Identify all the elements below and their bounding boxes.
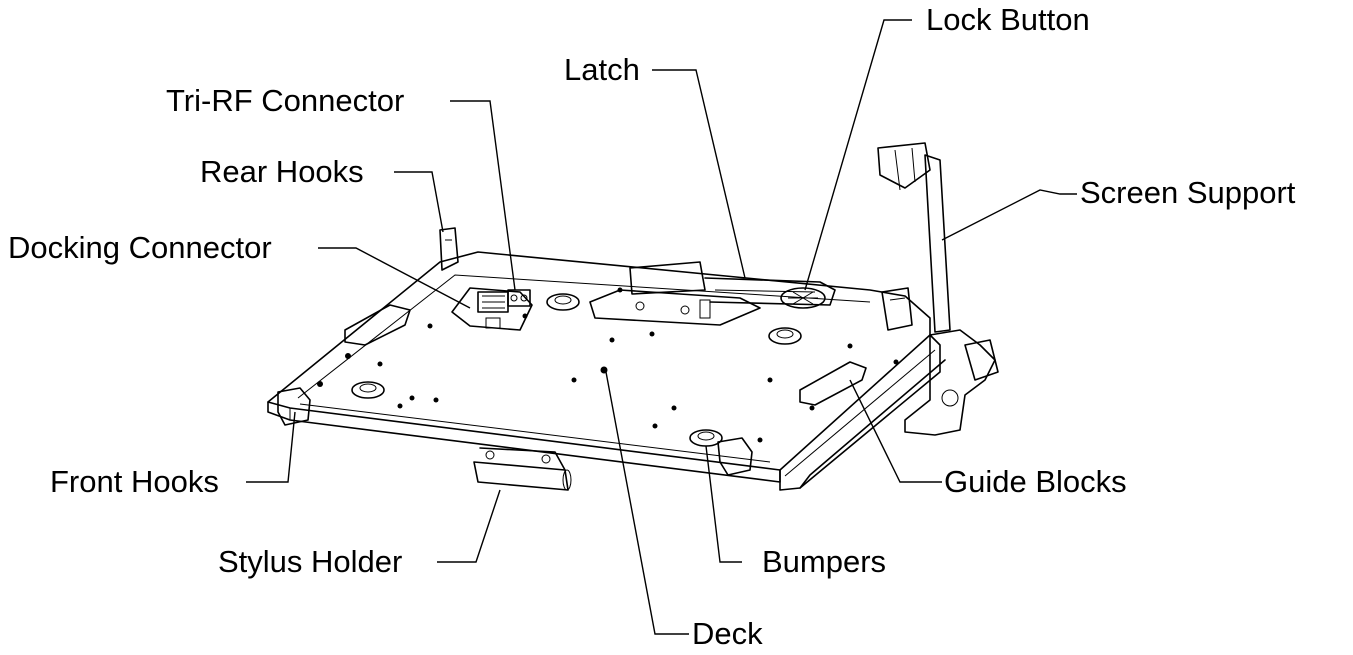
latch-assembly xyxy=(589,261,836,326)
label-bumpers: Bumpers xyxy=(762,544,887,579)
screen-support-arm xyxy=(877,142,999,436)
stylus-holder-shape xyxy=(473,447,572,491)
tri-rf-connector-shape xyxy=(507,289,531,307)
label-lock-button: Lock Button xyxy=(926,2,1090,37)
side-rail xyxy=(779,334,946,491)
mounting-holes xyxy=(317,287,899,443)
label-front-hooks: Front Hooks xyxy=(50,464,219,499)
front-hooks-shapes xyxy=(277,387,753,476)
label-tri-rf-connector: Tri-RF Connector xyxy=(166,83,405,118)
rear-hooks-shapes xyxy=(439,227,913,331)
label-docking-connector: Docking Connector xyxy=(8,230,272,265)
guide-blocks-shapes xyxy=(344,304,867,406)
deck-plate xyxy=(267,251,931,483)
docking-connector-shape xyxy=(451,287,533,331)
label-screen-support: Screen Support xyxy=(1080,175,1296,210)
lock-button-shape xyxy=(780,287,826,309)
label-latch: Latch xyxy=(564,52,640,87)
label-rear-hooks: Rear Hooks xyxy=(200,154,364,189)
leader-lines xyxy=(246,19,1077,635)
label-stylus-holder: Stylus Holder xyxy=(218,544,403,579)
label-guide-blocks: Guide Blocks xyxy=(944,464,1127,499)
label-deck: Deck xyxy=(692,616,763,651)
bumpers-shapes xyxy=(351,293,802,447)
